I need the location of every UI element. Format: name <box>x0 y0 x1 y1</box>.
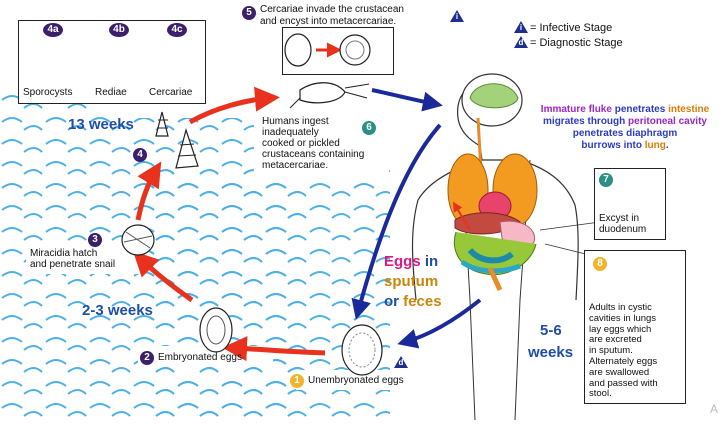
peritoneal-text: peritoneal cavity <box>628 116 707 127</box>
fluke-migration-text: Immature fluke penetrates intestine migr… <box>530 104 720 152</box>
stage8-text: Adults in cystic cavities in lungs lay e… <box>589 302 658 400</box>
step-4c-badge: 4c <box>167 23 187 37</box>
step-2-badge: 2 <box>140 351 154 365</box>
duration-2-3-weeks: 2-3 weeks <box>82 302 153 319</box>
infective-stage-marker <box>450 10 464 22</box>
cercariae-label: Cercariae <box>149 87 193 98</box>
diagnostic-stage-marker <box>394 356 408 368</box>
blue-cycle-arrows <box>351 88 482 349</box>
step-4a-badge: 4a <box>43 23 63 37</box>
or-word: or <box>384 293 399 310</box>
stage5-box <box>282 27 394 75</box>
diagnostic-marker-letter: d <box>398 358 404 367</box>
burrows-text: burrows into <box>581 140 642 151</box>
snail-shells <box>121 111 199 256</box>
infective-marker-letter: i <box>455 12 459 21</box>
crustacean <box>289 82 370 109</box>
sputum-word: sputum <box>384 273 439 290</box>
stage5-text-line1: Cercariae invade the crustacean <box>260 4 404 15</box>
sporocysts-label: Sporocysts <box>23 87 73 98</box>
stage7-text: Excyst in duodenum <box>599 213 647 235</box>
rediae-label: Rediae <box>95 87 127 98</box>
lung-text: lung <box>644 140 666 151</box>
legend-diagnostic-label: = Diagnostic Stage <box>530 37 623 49</box>
step-4b-badge: 4b <box>109 23 129 37</box>
legend-infective-label: = Infective Stage <box>530 22 613 34</box>
stage6-text: Humans ingest inadequately cooked or pic… <box>262 116 365 171</box>
duration-5-6: 5-6 <box>540 322 562 339</box>
stage5-text-line2: and encyst into metacercariae. <box>260 16 397 27</box>
step-4-badge: 4 <box>133 148 147 162</box>
legend-infective-icon <box>514 21 528 33</box>
step-1-badge: 1 <box>290 374 304 388</box>
legend-diagnostic-icon <box>514 36 528 48</box>
eggs-in-sputum-or-feces: Eggs in sputum or feces <box>384 252 442 312</box>
watermark-letter: A <box>710 402 719 416</box>
in-word: in <box>424 253 439 270</box>
step-7-badge: 7 <box>599 173 613 187</box>
duration-weeks: weeks <box>528 344 574 361</box>
penetrates-text: penetrates <box>614 104 666 115</box>
red-cycle-arrows <box>132 86 326 362</box>
step-8-badge: 8 <box>593 257 607 271</box>
human-body <box>411 73 611 421</box>
stage8-box: 8 Adults in cystic cavities in lungs lay… <box>584 250 686 404</box>
intestine-text: intestine <box>668 104 710 115</box>
stage2-text: Embryonated eggs <box>158 352 242 363</box>
stage1-text: Unembryonated eggs <box>308 375 404 386</box>
feces-word: feces <box>403 293 442 310</box>
stage5-organisms <box>284 33 371 67</box>
stage7-box: 7 Excyst in duodenum <box>594 168 666 240</box>
stage4-box: 4a 4b 4c Sporocysts Rediae Cercariae <box>18 20 206 104</box>
migrates-text: migrates through <box>543 116 626 127</box>
legend-infective-letter: i <box>519 23 523 32</box>
step-5-badge: 5 <box>242 6 256 20</box>
legend-diagnostic-letter: d <box>518 38 524 47</box>
eggs-word: Eggs <box>384 253 421 270</box>
step-6-badge: 6 <box>362 121 376 135</box>
period-text: . <box>665 140 669 151</box>
stage3-text: Miracidia hatch and penetrate snail <box>30 248 116 270</box>
step-3-badge: 3 <box>88 233 102 247</box>
diaphragm-text: penetrates diaphragm <box>572 128 678 139</box>
duration-13-weeks: 13 weeks <box>68 116 134 133</box>
immature-fluke-text: Immature fluke <box>540 104 612 115</box>
